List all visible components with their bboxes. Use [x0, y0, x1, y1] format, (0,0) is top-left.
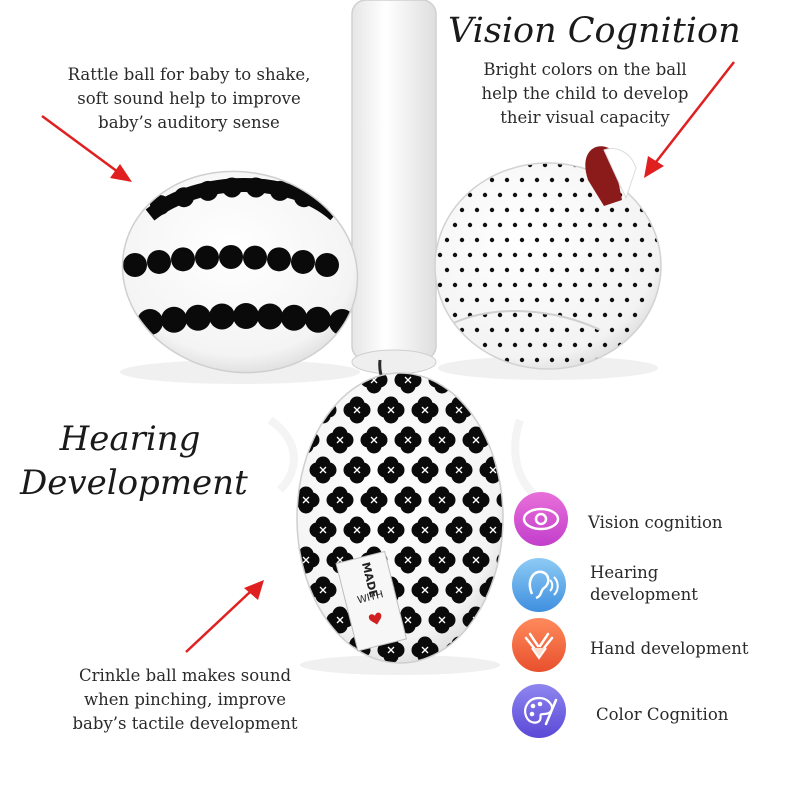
- feature-label-hearing: Hearing development: [590, 562, 698, 606]
- rattle-ball: [122, 171, 358, 373]
- hearing-heading-line1: Hearing: [59, 419, 201, 459]
- ear-icon: [512, 558, 566, 612]
- crinkle-caption-line: baby’s tactile development: [72, 714, 298, 733]
- rattle-caption-line: soft sound help to improve: [77, 89, 301, 108]
- hands-icon: [512, 618, 566, 672]
- feature-item-color: Color Cognition: [512, 684, 782, 742]
- rattle-caption-line: Rattle ball for baby to shake,: [67, 65, 311, 84]
- feature-label-hand: Hand development: [590, 639, 749, 658]
- crinkle-caption-line: when pinching, improve: [83, 690, 287, 709]
- rattle-caption-line: baby’s auditory sense: [98, 113, 280, 132]
- crinkle-caption: Crinkle ball makes sound when pinching, …: [40, 664, 330, 736]
- feature-label-color: Color Cognition: [596, 705, 729, 724]
- hearing-heading: Hearing Development: [20, 417, 248, 505]
- feature-item-hand: Hand development: [512, 618, 792, 676]
- made-with-tag: MADE WITH: [335, 550, 408, 652]
- feature-label-vision: Vision cognition: [588, 513, 723, 532]
- vision-heading: Vision Cognition: [448, 11, 741, 51]
- vision-caption-line: Bright colors on the ball: [483, 60, 687, 79]
- hanging-rod: [351, 0, 437, 398]
- crinkle-caption-line: Crinkle ball makes sound: [78, 666, 292, 685]
- rattle-caption: Rattle ball for baby to shake, soft soun…: [34, 63, 344, 135]
- polka-dot-ball: [435, 163, 661, 369]
- feature-list: Vision cognition Hearing development Han…: [510, 488, 790, 758]
- feature-label-hearing-line1: Hearing: [590, 563, 659, 582]
- feature-label-hearing-line2: development: [590, 585, 698, 604]
- vision-caption-line: help the child to develop: [481, 84, 689, 103]
- eye-icon: [514, 492, 568, 546]
- arrow-crinkle: [185, 580, 264, 653]
- arrow-rattle: [41, 114, 132, 182]
- vision-caption: Bright colors on the ball help the child…: [450, 58, 720, 130]
- hearing-heading-line2: Development: [20, 463, 248, 503]
- ribbon-loop: [585, 146, 637, 206]
- feature-item-hearing: Hearing development: [512, 558, 782, 616]
- vision-caption-line: their visual capacity: [500, 108, 670, 127]
- feature-item-vision: Vision cognition: [514, 492, 784, 550]
- arrow-vision: [644, 61, 735, 178]
- palette-icon: [512, 684, 566, 738]
